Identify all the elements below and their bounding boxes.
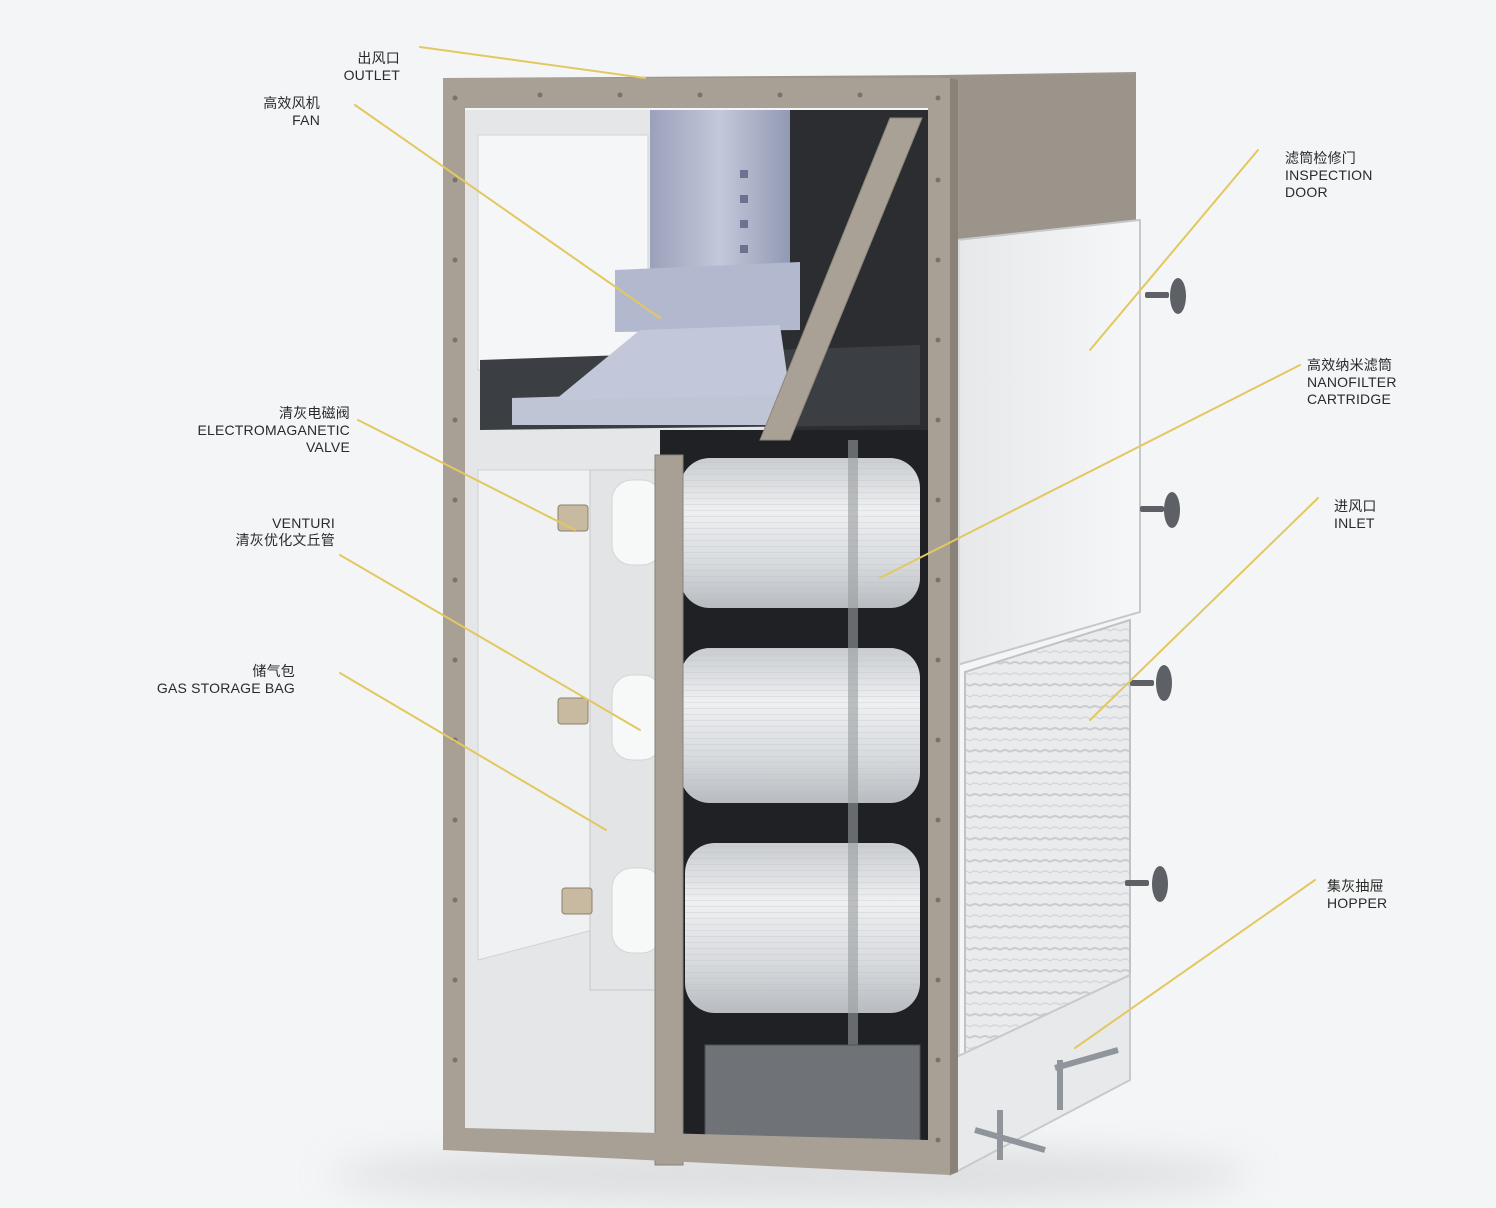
label-venturi-zh: 清灰优化文丘管 bbox=[235, 532, 335, 548]
leader-outlet bbox=[419, 46, 646, 79]
leader-fan bbox=[354, 104, 661, 319]
label-valve-zh: 清灰电磁阀 bbox=[279, 405, 350, 421]
leader-hopper bbox=[1074, 879, 1316, 1049]
label-hopper-zh: 集灰抽屉 bbox=[1327, 878, 1384, 894]
label-inlet: 进风口 INLET bbox=[1334, 498, 1434, 532]
floor-shadow bbox=[330, 1147, 1250, 1203]
label-inspection-door-en2: DOOR bbox=[1285, 184, 1328, 200]
center-rail bbox=[848, 440, 858, 1140]
label-venturi-en: VENTURI bbox=[272, 515, 335, 531]
leader-inspection-door bbox=[1089, 149, 1259, 351]
label-outlet-zh: 出风口 bbox=[357, 50, 400, 66]
label-nanofilter: 高效纳米滤筒 NANOFILTER CARTRIDGE bbox=[1307, 357, 1467, 408]
label-outlet: 出风口 OUTLET bbox=[300, 50, 400, 84]
label-nanofilter-en1: NANOFILTER bbox=[1307, 374, 1397, 390]
venturi-nozzles bbox=[611, 479, 663, 954]
diagonal-divider bbox=[759, 117, 923, 441]
filter-cartridges bbox=[680, 458, 920, 1013]
label-gas-bag-zh: 储气包 bbox=[252, 663, 295, 679]
label-nanofilter-zh: 高效纳米滤筒 bbox=[1307, 357, 1393, 373]
label-inspection-door-zh: 滤筒检修门 bbox=[1285, 150, 1356, 166]
fan-chamber-window bbox=[477, 134, 649, 371]
label-hopper: 集灰抽屉 HOPPER bbox=[1327, 878, 1437, 912]
front-frame-edge bbox=[950, 78, 958, 1175]
label-outlet-en: OUTLET bbox=[343, 67, 400, 83]
bottom-drawer bbox=[704, 1044, 921, 1146]
inspection-door-panel bbox=[956, 218, 1141, 667]
door-handles bbox=[1125, 278, 1186, 902]
fan-cone bbox=[555, 325, 790, 400]
label-hopper-en: HOPPER bbox=[1327, 895, 1388, 911]
frame-bolts bbox=[452, 92, 941, 1143]
leader-valve bbox=[357, 419, 576, 531]
hopper-legs bbox=[974, 1047, 1119, 1160]
label-venturi: VENTURI 清灰优化文丘管 bbox=[210, 515, 335, 549]
leader-venturi bbox=[339, 554, 641, 731]
label-fan-en: FAN bbox=[292, 112, 320, 128]
leader-gas-bag bbox=[339, 672, 607, 831]
label-fan: 高效风机 FAN bbox=[210, 95, 320, 129]
fan-impeller-housing bbox=[615, 262, 800, 332]
leader-lines bbox=[339, 46, 1319, 1049]
label-valve-en2: VALVE bbox=[305, 439, 350, 455]
label-fan-zh: 高效风机 bbox=[263, 95, 320, 111]
label-inspection-door-en1: INSPECTION bbox=[1285, 167, 1373, 183]
fan-motor bbox=[650, 110, 790, 280]
leader-inlet bbox=[1089, 497, 1319, 721]
cartridge-frame-post bbox=[654, 454, 684, 1166]
roof-right-block bbox=[942, 75, 1136, 240]
label-gas-bag: 储气包 GAS STORAGE BAG bbox=[90, 663, 295, 697]
label-inlet-zh: 进风口 bbox=[1334, 498, 1377, 514]
label-valve: 清灰电磁阀 ELECTROMAGANETIC VALVE bbox=[130, 405, 350, 456]
leader-nanofilter bbox=[879, 364, 1301, 579]
label-nanofilter-en2: CARTRIDGE bbox=[1307, 391, 1391, 407]
electromagnetic-valves bbox=[557, 504, 593, 915]
label-inlet-en: INLET bbox=[1334, 515, 1375, 531]
fan-slots bbox=[740, 170, 748, 253]
label-gas-bag-en: GAS STORAGE BAG bbox=[156, 680, 295, 696]
label-valve-en1: ELECTROMAGANETIC bbox=[197, 422, 350, 438]
label-inspection-door: 滤筒检修门 INSPECTION DOOR bbox=[1285, 150, 1435, 201]
